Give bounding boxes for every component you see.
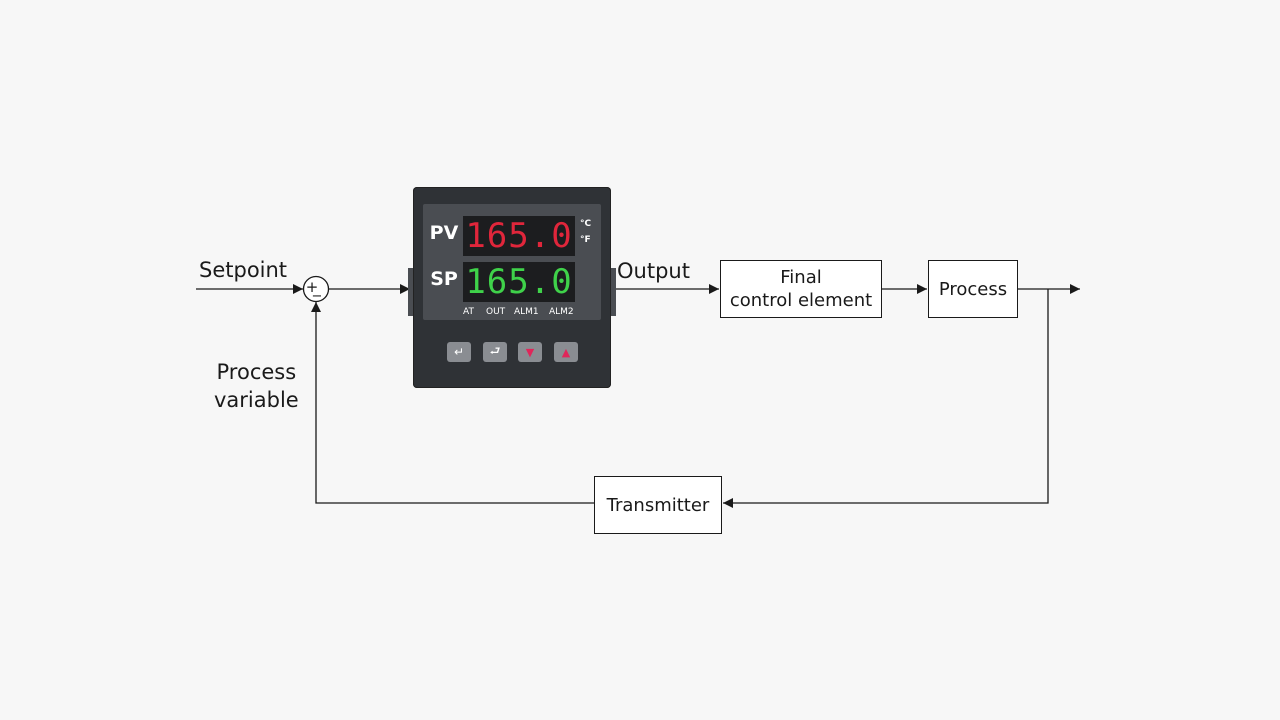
- down-button[interactable]: ▼: [518, 342, 542, 362]
- process-block: Process: [928, 260, 1018, 318]
- controller-right-clip: [610, 268, 616, 316]
- temperature-controller: PV 165.0 SP 165.0 °C °F AT OUT ALM1 ALM2…: [413, 187, 611, 388]
- down-arrow-icon: ▼: [525, 345, 535, 359]
- up-button[interactable]: ▲: [554, 342, 578, 362]
- final-control-line1: Final: [780, 267, 822, 288]
- process-variable-label: Process variable: [214, 358, 299, 414]
- unit-fahrenheit: °F: [580, 235, 591, 245]
- sp-label: SP: [430, 268, 458, 290]
- process-variable-line1: Process: [216, 360, 297, 384]
- up-arrow-icon: ▲: [561, 345, 571, 359]
- sum-plus-sign: +: [306, 278, 319, 296]
- final-control-element-block: Final control element: [720, 260, 882, 318]
- indicator-alm1: ALM1: [514, 307, 539, 317]
- sp-display: 165.0: [463, 262, 575, 302]
- transmitter-block: Transmitter: [594, 476, 722, 534]
- indicator-alm2: ALM2: [549, 307, 574, 317]
- controller-display-panel: PV 165.0 SP 165.0 °C °F AT OUT ALM1 ALM2: [423, 204, 601, 320]
- pv-label: PV: [429, 222, 459, 244]
- controller-left-clip: [408, 268, 414, 316]
- output-label: Output: [617, 259, 690, 283]
- unit-celsius: °C: [580, 219, 592, 229]
- final-control-line2: control element: [729, 290, 873, 311]
- pv-display: 165.0: [463, 216, 575, 256]
- indicator-out: OUT: [486, 307, 506, 317]
- process-variable-line2: variable: [214, 388, 299, 412]
- indicator-at: AT: [463, 307, 474, 317]
- return-icon: ⮐: [489, 343, 501, 358]
- setpoint-label: Setpoint: [199, 258, 288, 282]
- summing-junction: [302, 275, 330, 303]
- enter-button[interactable]: ↵: [447, 342, 471, 362]
- sum-minus-sign: −: [312, 289, 323, 304]
- return-button[interactable]: ⮐: [483, 342, 507, 362]
- enter-icon: ↵: [453, 345, 465, 359]
- pv-feedback-line: [311, 302, 594, 504]
- feedback-line: [723, 289, 1049, 508]
